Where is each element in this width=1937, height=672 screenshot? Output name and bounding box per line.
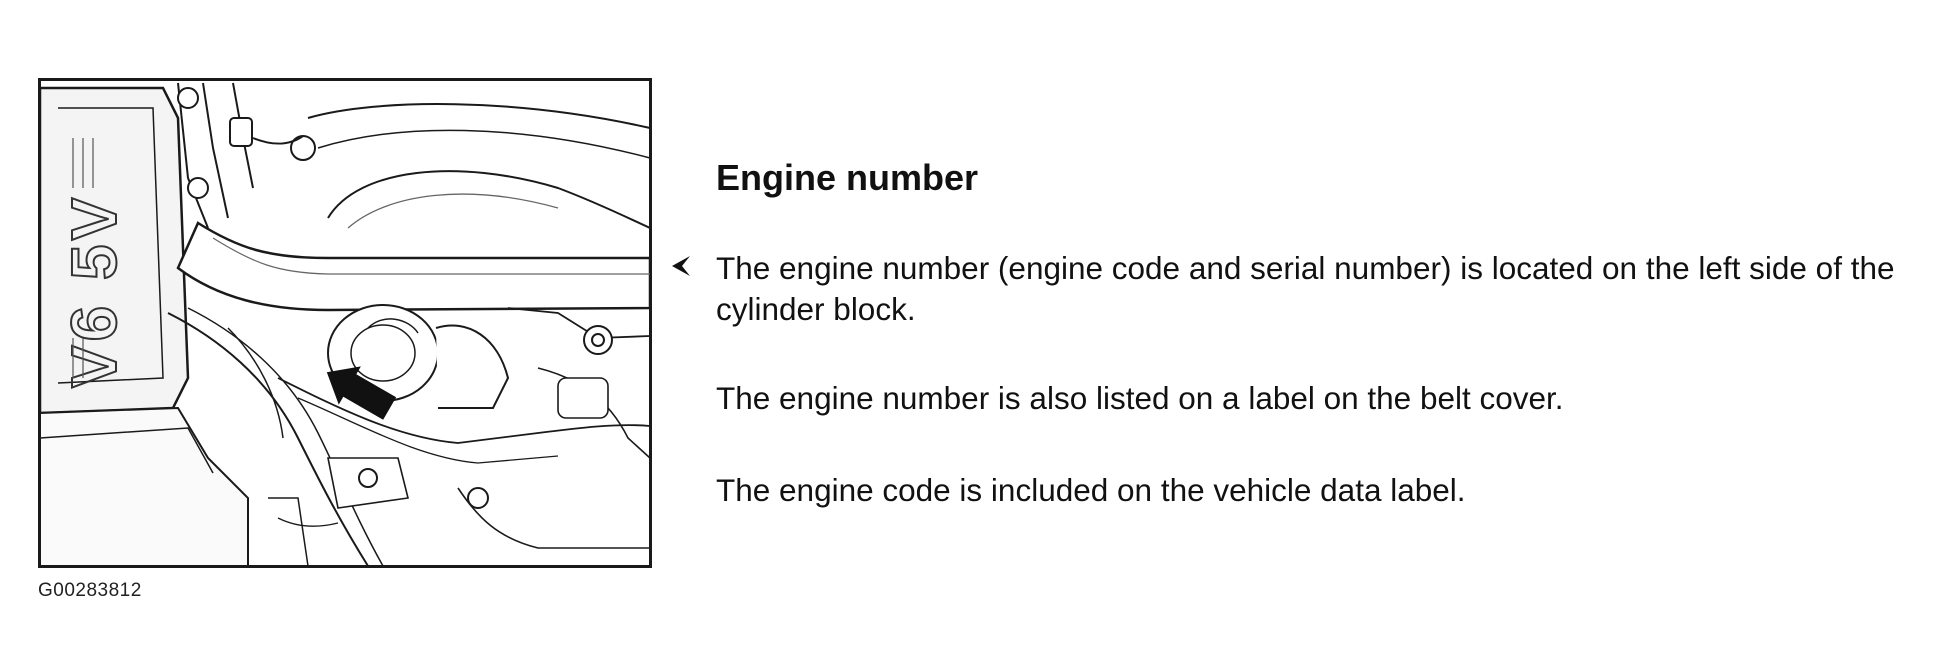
engine-bay-illustration: V6 5V	[38, 78, 652, 568]
engine-number-location-text: The engine number (engine code and seria…	[716, 250, 1895, 327]
belt-cover-label-text: The engine number is also listed on a la…	[716, 380, 1564, 416]
svg-text:V6 5V: V6 5V	[58, 194, 130, 388]
figure-id: G00283812	[38, 580, 142, 601]
arrowhead-left-icon	[672, 256, 690, 276]
engine-cover-logo: V6 5V	[57, 193, 131, 389]
vehicle-data-label-text: The engine code is included on the vehic…	[716, 472, 1466, 508]
engine-number-arrow	[326, 366, 397, 420]
section-heading: Engine number	[716, 157, 979, 198]
